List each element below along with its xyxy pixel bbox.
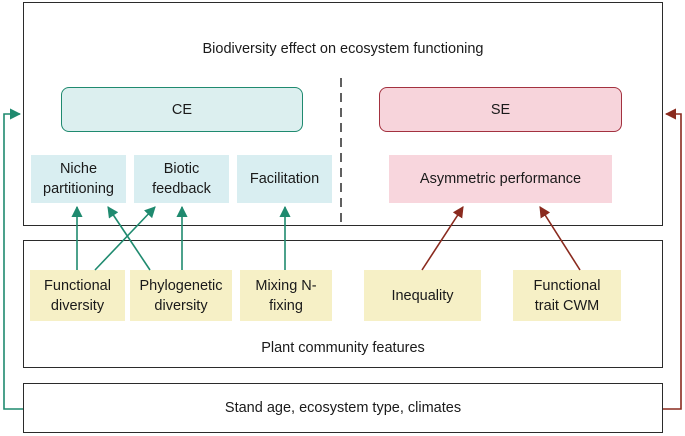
arrow-drivers-to-top-right: [663, 108, 682, 410]
asymmetric-performance-box: Asymmetric performance: [389, 155, 612, 203]
niche-partitioning-box: Niche partitioning: [31, 155, 126, 203]
functional-diversity-box: Functional diversity: [30, 270, 125, 321]
facilitation-box: Facilitation: [237, 155, 332, 203]
diagram-title: Biodiversity effect on ecosystem functio…: [202, 41, 484, 57]
bottom-panel: [23, 383, 663, 433]
phylogenetic-diversity-box: Phylogenetic diversity: [130, 270, 232, 321]
arrow-inequality-to-asymmetric: [421, 206, 464, 271]
functional-trait-cwm-box: Functional trait CWM: [513, 270, 621, 321]
se-box: SE: [379, 87, 622, 132]
drivers-label: Stand age, ecosystem type, climates: [224, 400, 462, 416]
biotic-feedback-box: Biotic feedback: [134, 155, 229, 203]
plant-community-features-label: Plant community features: [261, 340, 425, 356]
arrow-phylogenetic-to-niche: [107, 206, 151, 271]
ce-box: CE: [61, 87, 303, 132]
arrow-cwm-to-asymmetric: [539, 206, 581, 271]
arrow-drivers-to-top-left: [3, 108, 23, 410]
mixing-n-fixing-box: Mixing N- fixing: [240, 270, 332, 321]
inequality-box: Inequality: [364, 270, 481, 321]
arrow-functional-to-biotic: [94, 206, 156, 271]
